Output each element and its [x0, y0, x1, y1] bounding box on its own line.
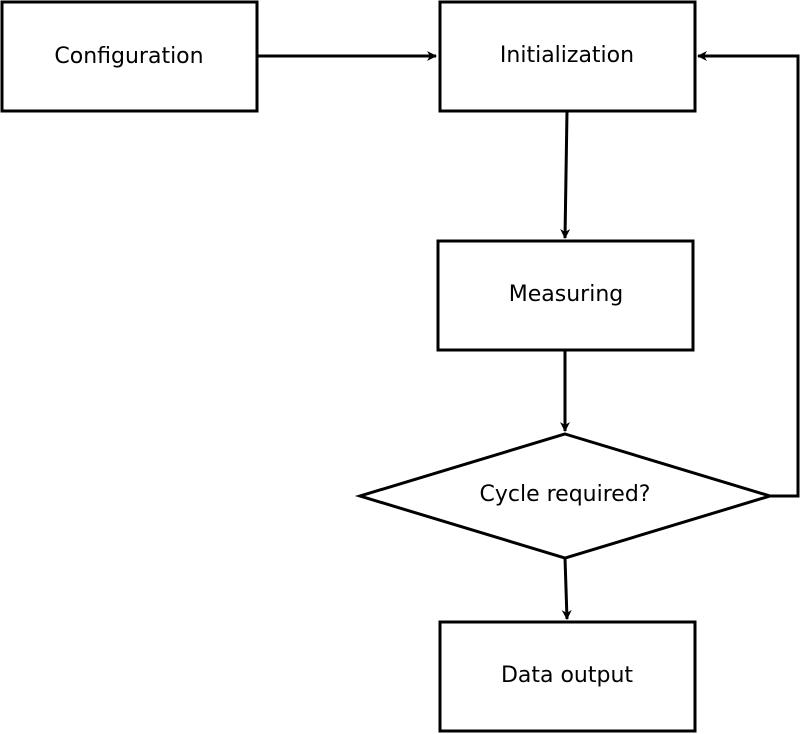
- node-measuring-box: [436, 239, 695, 352]
- node-configuration-box: [0, 0, 259, 113]
- node-data-output-label: Data output: [501, 663, 633, 688]
- node-decision-label: Cycle required?: [480, 482, 651, 507]
- node-initialization: Initialization: [438, 0, 697, 113]
- node-initialization-box: [438, 0, 697, 113]
- node-decision: Cycle required?: [354, 432, 776, 560]
- edge-decision-loop-to-initialization: [697, 51, 800, 498]
- node-decision-diamond: [354, 432, 776, 560]
- node-initialization-label: Initialization: [500, 43, 634, 68]
- node-data-output-box: [438, 620, 697, 733]
- node-measuring: Measuring: [436, 239, 695, 352]
- edge-decision-to-data-output: [561, 557, 572, 620]
- node-configuration: Configuration: [0, 0, 259, 113]
- node-configuration-label: Configuration: [54, 44, 203, 69]
- node-data-output: Data output: [438, 620, 697, 733]
- edge-initialization-to-measuring: [560, 110, 571, 239]
- node-measuring-label: Measuring: [509, 282, 623, 307]
